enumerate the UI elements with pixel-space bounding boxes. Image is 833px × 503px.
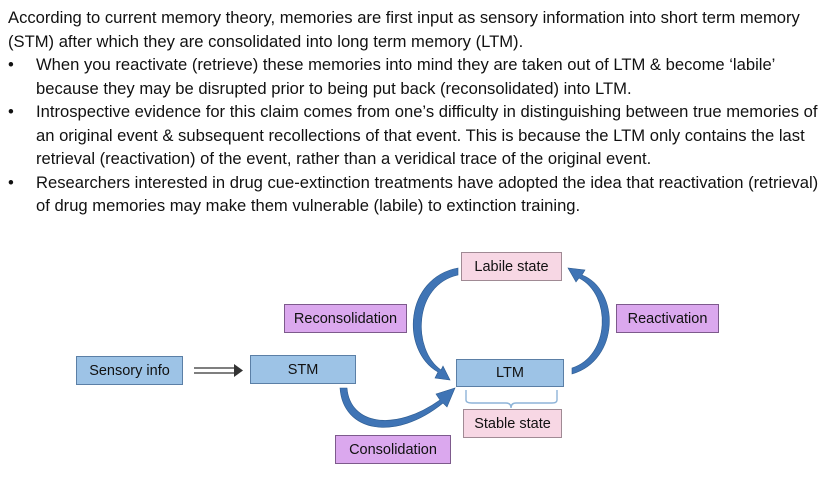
stable-state-bracket: [465, 390, 558, 409]
body-text: According to current memory theory, memo…: [8, 6, 828, 218]
reactivation-label: Reactivation: [627, 310, 708, 327]
labile-state-label: Labile state: [474, 258, 549, 275]
sensory-to-stm-arrow: [194, 364, 243, 377]
reconsolidation-box: Reconsolidation: [284, 304, 407, 333]
ltm-box: LTM: [456, 359, 564, 387]
bullet-item: When you reactivate (retrieve) these mem…: [8, 53, 828, 100]
reconsolidation-arrow: [412, 267, 459, 381]
sensory-info-box: Sensory info: [76, 356, 183, 385]
labile-state-box: Labile state: [461, 252, 562, 281]
reconsolidation-label: Reconsolidation: [293, 310, 398, 327]
bullet-item: Researchers interested in drug cue-extin…: [8, 171, 828, 218]
stable-state-label: Stable state: [474, 415, 551, 432]
reactivation-box: Reactivation: [616, 304, 719, 333]
intro-paragraph: According to current memory theory, memo…: [8, 8, 800, 51]
consolidation-label: Consolidation: [349, 441, 437, 458]
stm-box: STM: [250, 355, 356, 384]
consolidation-box: Consolidation: [335, 435, 451, 464]
bullet-list: When you reactivate (retrieve) these mem…: [8, 53, 828, 218]
stable-state-box: Stable state: [463, 409, 562, 438]
reactivation-arrow: [567, 267, 610, 375]
bullet-item: Introspective evidence for this claim co…: [8, 100, 828, 171]
sensory-info-label: Sensory info: [89, 362, 170, 379]
consolidation-arrow: [339, 387, 456, 428]
stm-label: STM: [287, 361, 319, 378]
ltm-label: LTM: [496, 365, 524, 381]
